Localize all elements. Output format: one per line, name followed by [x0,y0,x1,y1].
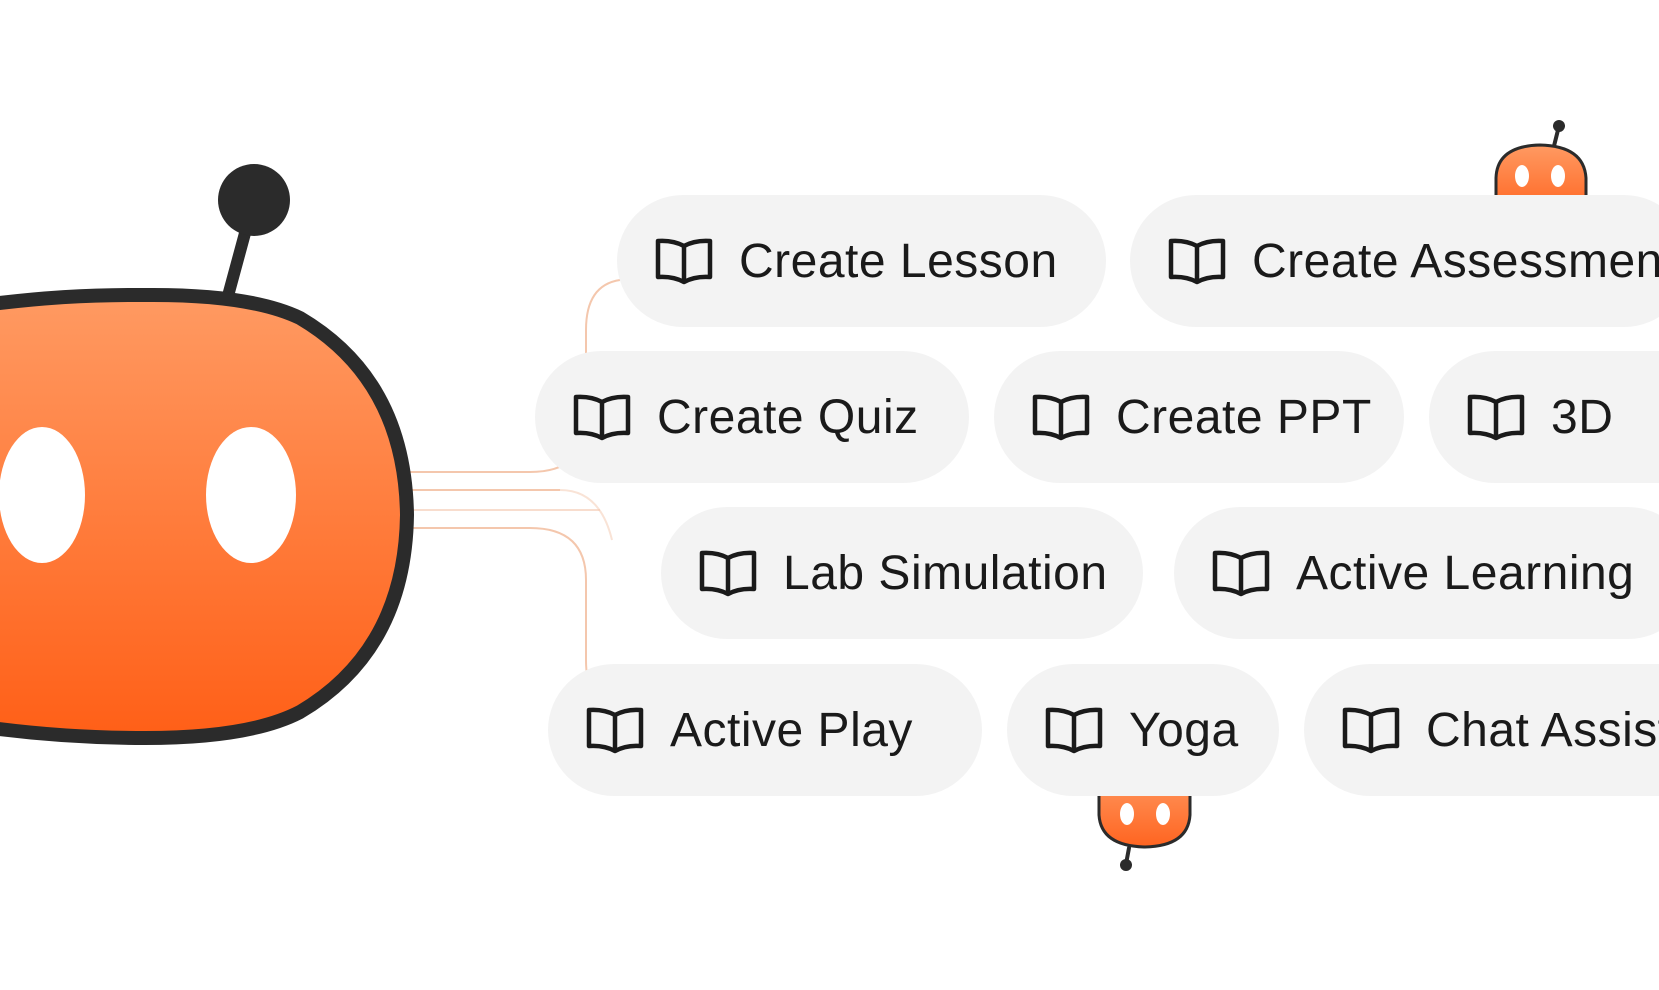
book-open-icon [1168,238,1226,285]
mascot-right-eye [206,427,296,563]
chat-assistant-label: Chat Assistant [1426,703,1659,757]
book-open-icon [573,394,631,441]
create-quiz-button[interactable]: Create Quiz [535,351,969,483]
connector-lines [410,279,621,706]
book-open-icon [699,550,757,597]
active-learning-label: Active Learning [1296,546,1635,600]
create-lesson-label: Create Lesson [739,234,1058,288]
yoga-button[interactable]: Yoga [1007,664,1279,796]
book-open-icon [655,238,713,285]
create-assessment-button[interactable]: Create Assessment [1130,195,1659,327]
active-play-label: Active Play [670,703,913,757]
3d-label: 3D [1551,390,1614,444]
create-lesson-button[interactable]: Create Lesson [617,195,1106,327]
mascot-left-eye [0,427,85,563]
create-ppt-label: Create PPT [1116,390,1372,444]
mascot-head [0,287,414,745]
active-learning-button[interactable]: Active Learning [1174,507,1659,639]
book-open-icon [586,707,644,754]
mascot-large [0,164,414,745]
active-play-button[interactable]: Active Play [548,664,982,796]
create-assessment-label: Create Assessment [1252,234,1659,288]
lab-simulation-button[interactable]: Lab Simulation [661,507,1143,639]
book-open-icon [1045,707,1103,754]
chat-assistant-button[interactable]: Chat Assistant [1304,664,1659,796]
book-open-icon [1342,707,1400,754]
lab-simulation-label: Lab Simulation [783,546,1108,600]
mascot-antenna-ball [218,164,290,236]
book-open-icon [1032,394,1090,441]
create-ppt-button[interactable]: Create PPT [994,351,1404,483]
book-open-icon [1212,550,1270,597]
3d-button[interactable]: 3D [1429,351,1659,483]
create-quiz-label: Create Quiz [657,390,919,444]
yoga-label: Yoga [1129,703,1239,757]
book-open-icon [1467,394,1525,441]
